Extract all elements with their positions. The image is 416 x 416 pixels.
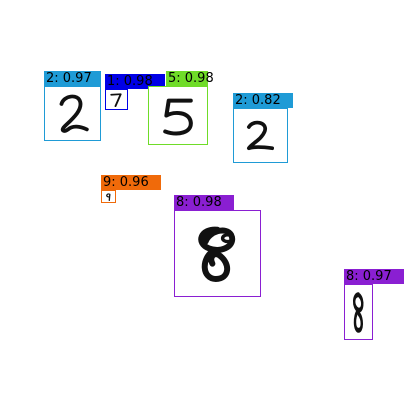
detection-label: 2: 0.97 bbox=[44, 71, 101, 86]
handwritten-digit-image bbox=[106, 193, 111, 202]
detection-box-2[interactable] bbox=[233, 108, 288, 163]
detection-label: 8: 0.98 bbox=[174, 195, 234, 210]
handwritten-digit-image bbox=[198, 226, 236, 282]
detection-box-1[interactable] bbox=[105, 89, 128, 110]
detection-box-8[interactable] bbox=[344, 284, 373, 340]
detection-box-2[interactable] bbox=[44, 86, 101, 141]
detection-label: 1: 0.98 bbox=[105, 74, 165, 89]
detection-label: 9: 0.96 bbox=[101, 175, 161, 190]
detection-box-5[interactable] bbox=[148, 86, 208, 145]
handwritten-digit-image bbox=[246, 120, 275, 151]
detection-box-9[interactable] bbox=[101, 190, 116, 203]
handwritten-digit-image bbox=[163, 98, 193, 136]
detection-label: 5: 0.98 bbox=[166, 71, 214, 86]
handwritten-digit-image bbox=[352, 292, 364, 333]
detection-box-8[interactable] bbox=[174, 210, 261, 297]
handwritten-digit-image bbox=[59, 94, 89, 133]
detection-label: 8: 0.97 bbox=[344, 269, 404, 284]
handwritten-digit-image bbox=[110, 93, 122, 108]
detection-label: 2: 0.82 bbox=[233, 93, 293, 108]
